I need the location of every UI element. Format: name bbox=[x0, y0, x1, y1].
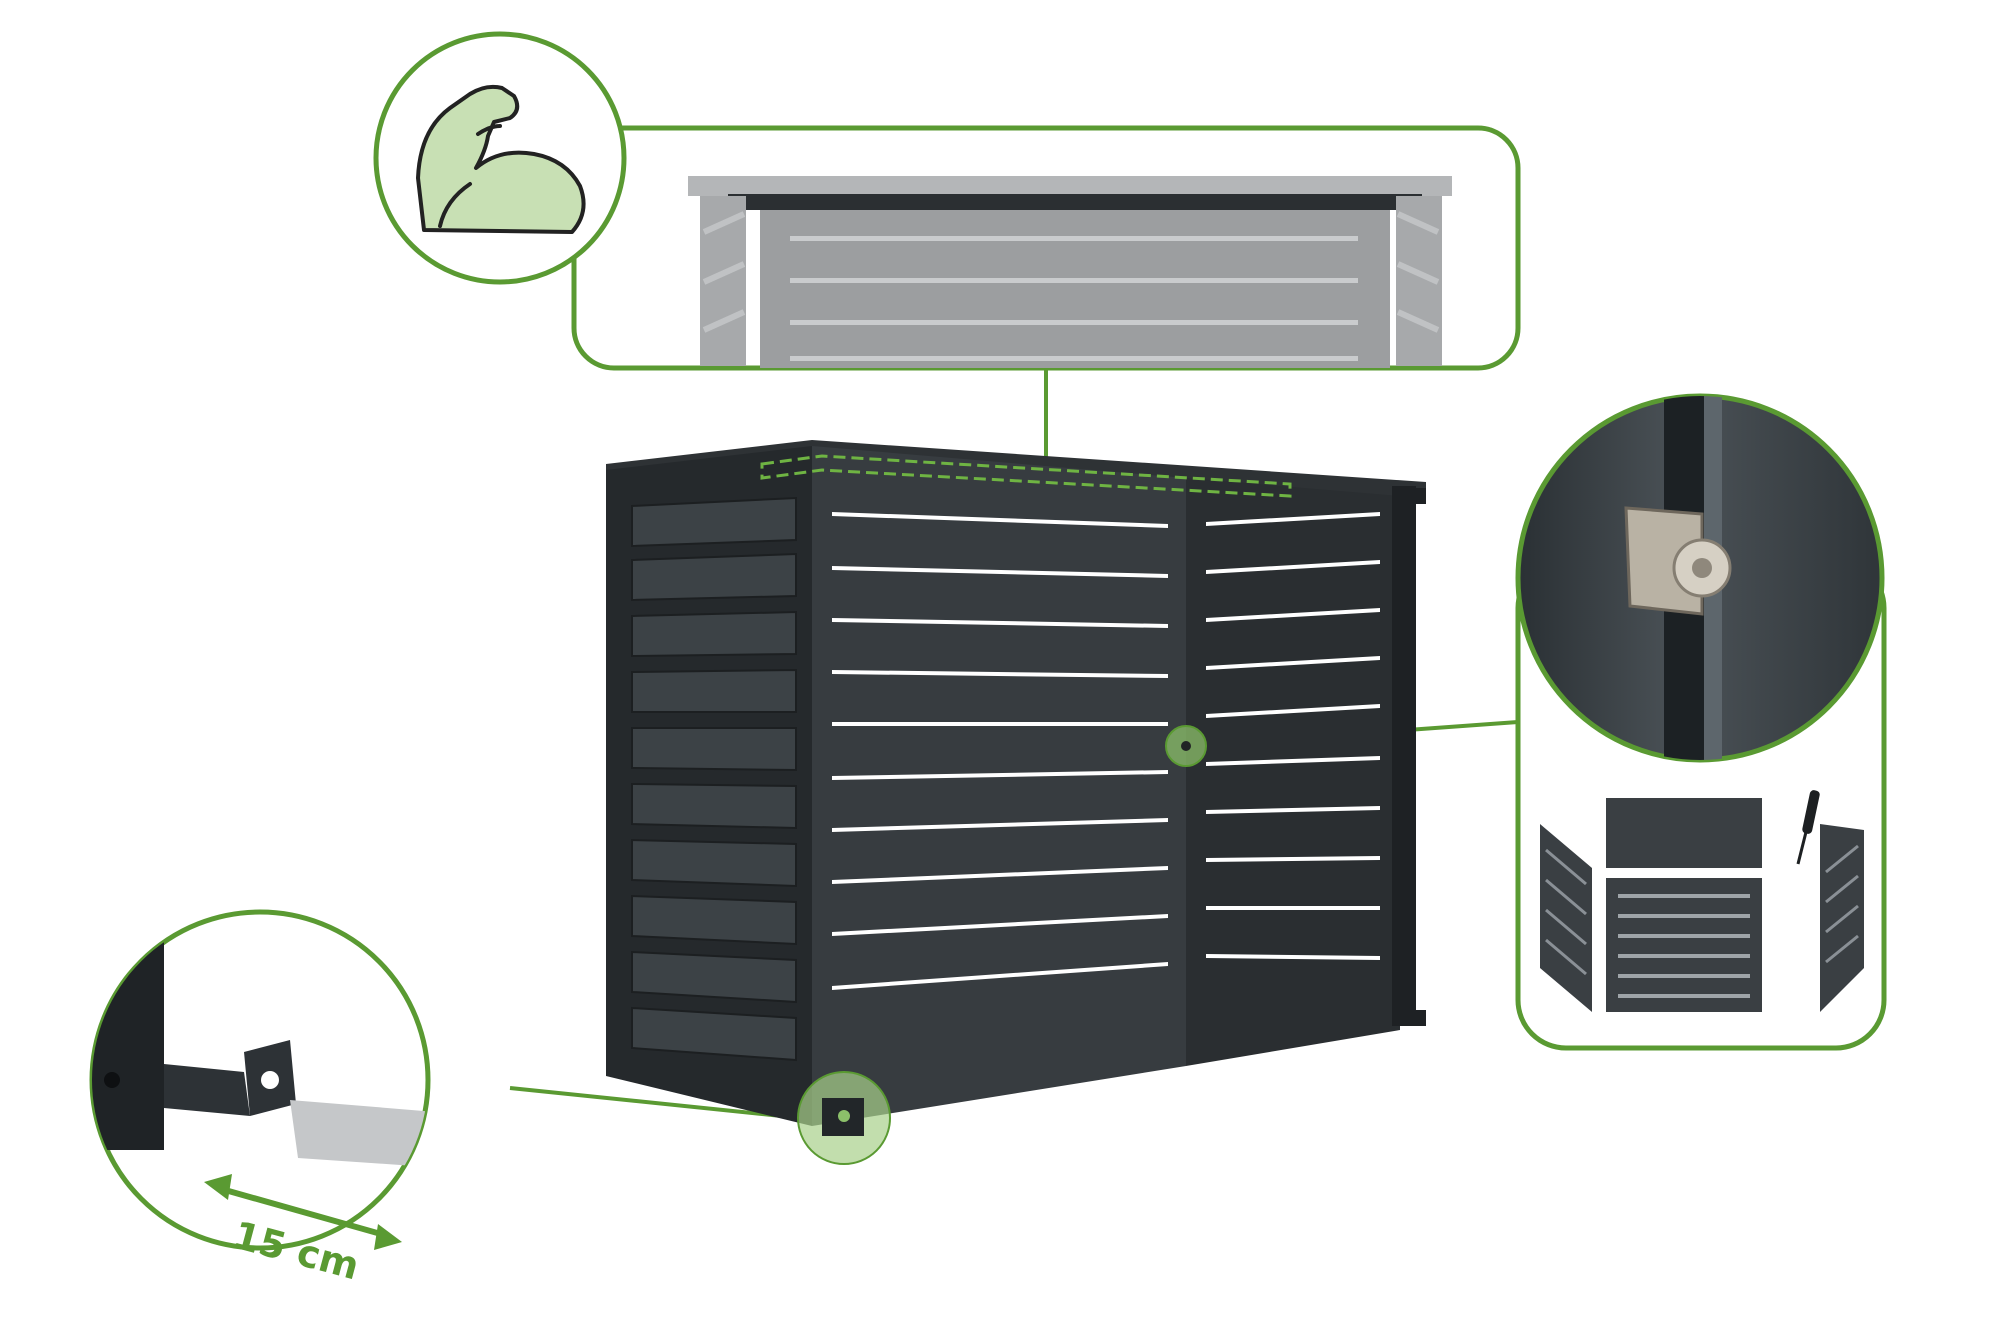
right-louvers bbox=[1206, 512, 1380, 960]
ac-cover-product bbox=[606, 440, 1426, 1165]
bracket-callout: 15 cm bbox=[89, 909, 431, 1288]
roof-detail-image bbox=[688, 176, 1452, 368]
bracket-detail-image bbox=[92, 912, 428, 1168]
double-arrow-icon bbox=[204, 1174, 402, 1250]
front-slats bbox=[832, 512, 1168, 990]
roof-part bbox=[1606, 798, 1762, 868]
clip-screw-icon bbox=[1624, 396, 1732, 760]
left-side-part bbox=[1540, 824, 1592, 1012]
roof-highlight-outline bbox=[760, 454, 1292, 498]
flexed-arm-icon bbox=[416, 84, 586, 234]
right-side-panel bbox=[1186, 478, 1400, 1066]
front-panel bbox=[812, 446, 1186, 1126]
roof-detail-callout bbox=[373, 31, 1521, 371]
left-louvers bbox=[631, 496, 797, 1062]
screwdriver-icon bbox=[1796, 790, 1820, 865]
parts-exploded-view bbox=[1540, 790, 1864, 1012]
front-part bbox=[1606, 878, 1762, 1012]
